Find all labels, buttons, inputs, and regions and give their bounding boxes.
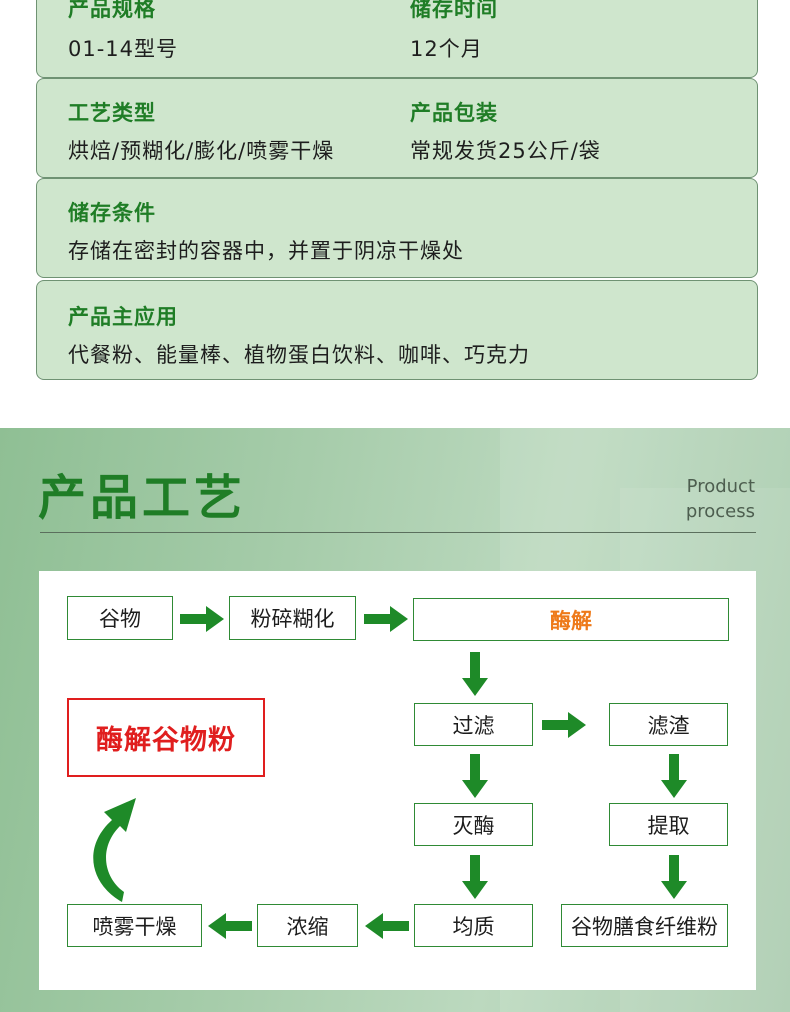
spec-value-spec: 01-14型号 [68,37,179,61]
arrow-right-icon [364,606,408,632]
arrow-right-icon [180,606,224,632]
spec-label-process-type: 工艺类型 [68,101,156,125]
step-extraction: 提取 [609,803,728,846]
arrow-down-icon [661,855,687,899]
section-subtitle-line2: process [685,501,755,522]
section-divider [40,532,756,533]
spec-label-applications: 产品主应用 [68,305,178,329]
arrow-down-icon [462,855,488,899]
step-concentration: 浓缩 [257,904,358,947]
spec-card-applications: 产品主应用 代餐粉、能量棒、植物蛋白饮料、咖啡、巧克力 [36,280,758,380]
step-crush-gelatinize: 粉碎糊化 [229,596,356,640]
spec-card-process-packaging: 工艺类型 烘焙/预糊化/膨化/喷雾干燥 产品包装 常规发货25公斤/袋 [36,78,758,178]
spec-card-storage-conditions: 储存条件 存储在密封的容器中，并置于阴凉干燥处 [36,178,758,278]
spec-value-storage-time: 12个月 [410,37,483,61]
arrow-right-icon [542,712,586,738]
spec-value-applications: 代餐粉、能量棒、植物蛋白饮料、咖啡、巧克力 [68,343,530,367]
arrow-down-icon [462,652,488,696]
step-filter-residue: 滤渣 [609,703,728,746]
spec-label-storage-conditions: 储存条件 [68,201,156,225]
spec-card-spec-storage-time: 产品规格 01-14型号 储存时间 12个月 [36,0,758,78]
arrow-left-icon [208,913,252,939]
section-subtitle-line1: Product [686,476,755,497]
arrow-left-icon [365,913,409,939]
arrow-down-icon [462,754,488,798]
arrow-down-icon [661,754,687,798]
section-title: 产品工艺 [38,470,247,526]
spec-label-spec: 产品规格 [68,0,156,21]
spec-label-storage-time: 储存时间 [410,0,498,21]
section-subtitle: Product process [615,474,755,524]
step-spray-drying: 喷雾干燥 [67,904,202,947]
step-enzymolysis: 酶解 [413,598,729,641]
spec-value-storage-conditions: 存储在密封的容器中，并置于阴凉干燥处 [68,239,464,263]
step-grain: 谷物 [67,596,173,640]
step-enzyme-inactivation: 灭酶 [414,803,533,846]
spec-value-process-type: 烘焙/预糊化/膨化/喷雾干燥 [68,139,335,163]
step-filter: 过滤 [414,703,533,746]
curved-arrow-up-icon [93,798,136,902]
final-product-enzymatic-grain-powder: 酶解谷物粉 [67,698,265,777]
step-grain-dietary-fiber-powder: 谷物膳食纤维粉 [561,904,728,947]
spec-label-packaging: 产品包装 [410,101,498,125]
step-homogenization: 均质 [414,904,533,947]
spec-value-packaging: 常规发货25公斤/袋 [410,139,601,163]
